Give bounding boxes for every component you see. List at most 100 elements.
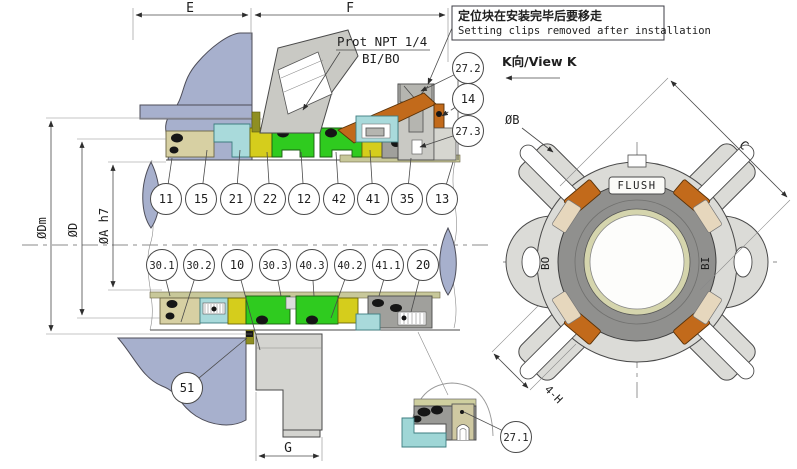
o-ring (165, 312, 175, 320)
callout-circle (288, 183, 320, 215)
callout-40.3: 40.3 (296, 249, 328, 297)
callout-circle (220, 183, 252, 215)
callout-circle (185, 183, 217, 215)
callout-22: 22 (254, 151, 286, 215)
dim-line-c (670, 80, 788, 198)
callout-number: 20 (416, 258, 430, 272)
callout-leader (420, 74, 455, 92)
callout-35: 35 (391, 157, 423, 215)
callout-51: 51 (171, 337, 248, 404)
callout-leader (378, 279, 385, 297)
flush-label: FLUSH (617, 180, 656, 192)
detail-screw-thread (459, 428, 467, 440)
shaft-break-blob-right (439, 226, 457, 296)
callout-number: 30.1 (149, 260, 174, 272)
lower-seal-stack (149, 291, 441, 345)
callout-leader (180, 279, 195, 323)
callout-leader (236, 149, 241, 184)
dim-label-g: G (284, 441, 292, 456)
sleeve-flange (255, 333, 323, 431)
dimension-lines: E F ØDm ØD ØA h7 G (35, 1, 449, 461)
drive-collar (159, 297, 201, 325)
note-leader (427, 27, 453, 85)
callout-number: 21 (229, 192, 243, 206)
callout-number: 40.2 (337, 260, 362, 272)
callout-circle (357, 183, 389, 215)
callout-leader (330, 279, 346, 319)
callout-circle (500, 421, 532, 453)
callout-leader (410, 279, 420, 313)
rotary-seal-face (245, 295, 291, 325)
callout-leader (266, 151, 270, 184)
callout-number: 41.1 (375, 260, 400, 272)
note-box-frame (451, 5, 665, 41)
callout-30.1: 30.1 (146, 249, 178, 297)
callout-number: 10 (230, 258, 244, 272)
dim-label-e: E (186, 1, 194, 16)
callout-41.1: 41.1 (372, 249, 404, 297)
dim-leader-b (521, 127, 554, 153)
dim-label-4h: 4-H (542, 383, 565, 406)
bo-label: BO (539, 257, 552, 270)
callout-15: 15 (185, 149, 217, 215)
callout-number: 11 (159, 192, 173, 206)
upper-seal-stack (140, 111, 461, 163)
callout-11: 11 (150, 157, 182, 215)
callout-leader (441, 107, 456, 117)
callout-leader (277, 280, 282, 297)
callout-number: 13 (435, 192, 449, 206)
pipe-hole-right (733, 246, 753, 278)
callout-circle (150, 183, 182, 215)
callout-number: 15 (194, 192, 208, 206)
callout-number: 27.3 (455, 126, 480, 138)
o-ring (431, 405, 443, 415)
o-ring (166, 300, 178, 308)
callout-circle (146, 249, 178, 281)
bush-insert (365, 127, 385, 137)
o-ring (171, 133, 183, 143)
note-box: 定位块在安装完毕后要移走 Setting clips removed after… (427, 5, 711, 85)
shaft-bore (589, 214, 685, 310)
o-ring (256, 315, 268, 325)
dim-label-dm: ØDm (35, 217, 49, 239)
callout-leader (240, 279, 261, 351)
callout-leader (408, 157, 412, 184)
view-k: K向/View K (491, 54, 791, 406)
callout-circle (323, 183, 355, 215)
o-ring (412, 415, 422, 423)
seal-ring: FLUSH (552, 176, 722, 345)
callout-number: 27.1 (503, 432, 528, 444)
thread-line (283, 73, 327, 93)
callout-circle (296, 249, 328, 281)
o-ring (390, 304, 402, 312)
callout-leader (463, 411, 503, 431)
callout-27.3: 27.3 (419, 115, 484, 148)
gasket-pad (692, 291, 722, 325)
callout-number: 42 (332, 192, 346, 206)
spring-retainer (213, 123, 251, 158)
main-cross-section-view: E F ØDm ØD ØA h7 G Prot NPT 1/4 BI/BO (22, 1, 494, 461)
detail-view (401, 331, 494, 448)
port-label-line2: BI/BO (362, 51, 400, 66)
spring-holder (227, 297, 247, 325)
callout-leader (446, 161, 454, 185)
note-text-zh: 定位块在安装完毕后要移走 (458, 8, 602, 23)
callout-41: 41 (357, 149, 389, 215)
callout-circle (171, 372, 203, 404)
callout-40.2: 40.2 (330, 249, 366, 319)
callout-circle (426, 183, 458, 215)
callout-number: 51 (180, 381, 194, 395)
port-label-line1: Prot NPT 1/4 (337, 34, 427, 49)
gasket-pad (552, 291, 582, 325)
thread-line (280, 59, 324, 79)
callout-number: 22 (263, 192, 277, 206)
callout-leader (167, 157, 173, 184)
set-screw (169, 146, 179, 154)
spring-pin (211, 306, 217, 312)
o-ring (417, 407, 431, 417)
callout-27.1: 27.1 (463, 411, 532, 453)
callout-number: 30.2 (186, 260, 211, 272)
callout-leader (312, 280, 315, 297)
